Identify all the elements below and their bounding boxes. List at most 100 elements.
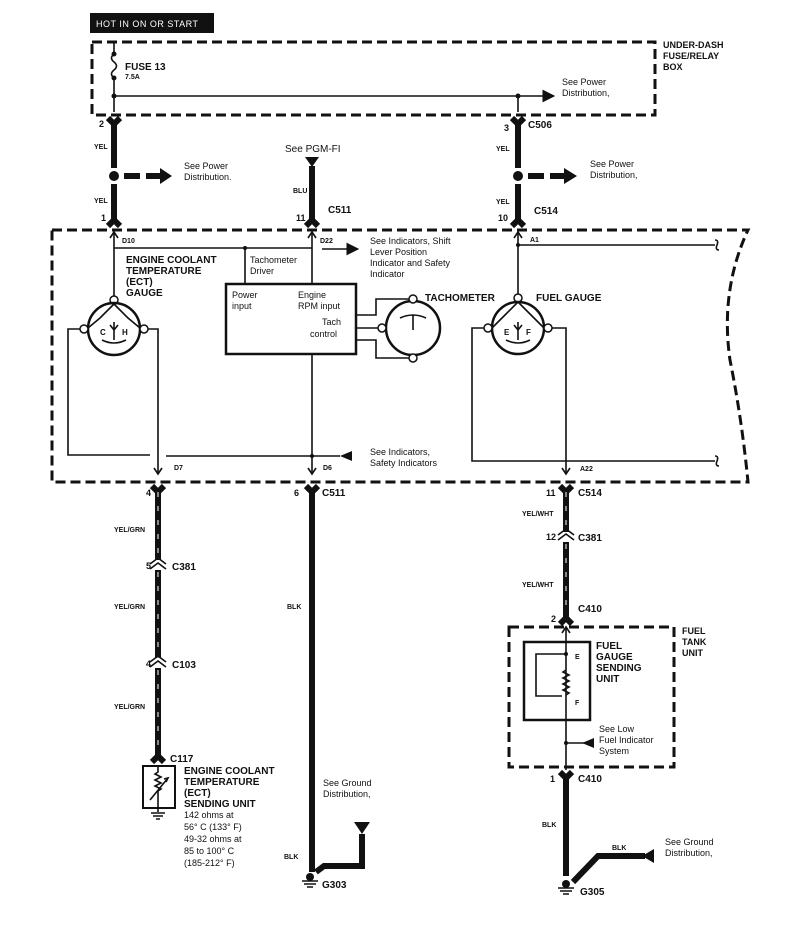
svg-text:Safety Indicators: Safety Indicators bbox=[370, 458, 438, 468]
svg-text:Distribution,: Distribution, bbox=[323, 789, 371, 799]
svg-text:2: 2 bbox=[551, 614, 556, 624]
svg-text:TEMPERATURE: TEMPERATURE bbox=[126, 266, 202, 277]
svg-text:D10: D10 bbox=[122, 238, 135, 245]
svg-text:C103: C103 bbox=[172, 660, 196, 671]
svg-text:C381: C381 bbox=[172, 562, 196, 573]
fuel-tank-unit: FUEL TANK UNIT bbox=[507, 625, 707, 770]
svg-text:A1: A1 bbox=[530, 237, 539, 244]
svg-text:ENGINE COOLANT: ENGINE COOLANT bbox=[126, 255, 217, 266]
svg-text:F: F bbox=[575, 700, 580, 707]
svg-text:YEL/GRN: YEL/GRN bbox=[114, 527, 145, 534]
svg-text:12: 12 bbox=[546, 532, 556, 542]
gauge-assembly-border bbox=[50, 228, 751, 484]
svg-text:FUEL: FUEL bbox=[596, 641, 622, 652]
under-dash-fuse-relay-box: UNDER-DASH FUSE/RELAY BOX bbox=[90, 40, 724, 117]
svg-text:Indicator: Indicator bbox=[370, 269, 405, 279]
svg-text:See PGM-FI: See PGM-FI bbox=[285, 144, 341, 155]
svg-text:E: E bbox=[504, 328, 510, 337]
svg-text:UNIT: UNIT bbox=[596, 674, 619, 685]
svg-text:See Power: See Power bbox=[590, 159, 634, 169]
svg-text:YEL/WHT: YEL/WHT bbox=[522, 582, 554, 589]
svg-text:Tachometer: Tachometer bbox=[250, 255, 297, 265]
svg-text:C514: C514 bbox=[534, 206, 558, 217]
svg-text:UNDER-DASH: UNDER-DASH bbox=[663, 40, 724, 50]
svg-text:11: 11 bbox=[296, 213, 306, 223]
svg-text:BOX: BOX bbox=[663, 62, 683, 72]
svg-text:BLK: BLK bbox=[612, 845, 626, 852]
ect-gauge: ENGINE COOLANT TEMPERATURE (ECT) GAUGE C… bbox=[67, 255, 217, 476]
svg-text:YEL/WHT: YEL/WHT bbox=[522, 511, 554, 518]
svg-text:Tach: Tach bbox=[322, 317, 341, 327]
svg-text:4: 4 bbox=[146, 659, 151, 669]
svg-text:(ECT): (ECT) bbox=[184, 788, 211, 799]
svg-text:C: C bbox=[100, 328, 106, 337]
svg-text:C381: C381 bbox=[578, 533, 602, 544]
svg-text:C514: C514 bbox=[578, 488, 602, 499]
fuel-sender-circuit: 11 C514 YEL/WHT 12 C381 YEL/WHT C410 2 bbox=[522, 483, 602, 627]
svg-text:56° C (133° F): 56° C (133° F) bbox=[184, 822, 242, 832]
svg-text:A22: A22 bbox=[580, 466, 593, 473]
right-yel-circuit: 3 C506 YEL See Power Distribution, YEL 1… bbox=[496, 115, 638, 229]
svg-text:142 ohms at: 142 ohms at bbox=[184, 810, 234, 820]
svg-text:C410: C410 bbox=[578, 774, 602, 785]
svg-text:C511: C511 bbox=[328, 205, 352, 216]
svg-text:BLK: BLK bbox=[542, 822, 556, 829]
svg-text:5: 5 bbox=[146, 561, 151, 571]
fuse-13: FUSE 13 7.5A bbox=[110, 42, 166, 112]
svg-text:YEL/GRN: YEL/GRN bbox=[114, 604, 145, 611]
svg-text:System: System bbox=[599, 746, 629, 756]
ect-sending-unit: ENGINE COOLANT TEMPERATURE (ECT) SENDING… bbox=[142, 765, 275, 868]
svg-text:G303: G303 bbox=[322, 880, 347, 891]
svg-text:See Ground: See Ground bbox=[323, 778, 372, 788]
svg-text:Distribution,: Distribution, bbox=[590, 170, 638, 180]
hot-in-on-or-start-label: HOT IN ON OR START bbox=[90, 13, 214, 33]
svg-text:E: E bbox=[575, 654, 580, 661]
svg-text:FUEL: FUEL bbox=[682, 626, 706, 636]
svg-text:See Low: See Low bbox=[599, 724, 635, 734]
svg-text:FUSE/RELAY: FUSE/RELAY bbox=[663, 51, 719, 61]
ground-g303-circuit: 6 C511 BLK BLK See Ground Distribution, … bbox=[284, 483, 372, 891]
svg-text:7.5A: 7.5A bbox=[125, 74, 140, 81]
svg-text:1: 1 bbox=[550, 774, 555, 784]
svg-text:Indicator and Safety: Indicator and Safety bbox=[370, 258, 451, 268]
svg-text:YEL/GRN: YEL/GRN bbox=[114, 704, 145, 711]
svg-text:11: 11 bbox=[546, 488, 556, 498]
top-bus: D10 D22 See Indicators, Shift Lever Posi… bbox=[109, 230, 720, 296]
svg-text:Lever Position: Lever Position bbox=[370, 247, 427, 257]
svg-text:Engine: Engine bbox=[298, 290, 326, 300]
svg-text:D7: D7 bbox=[174, 465, 183, 472]
svg-text:See Power: See Power bbox=[562, 77, 606, 87]
safety-indicators-ref: See Indicators, Safety Indicators bbox=[166, 447, 438, 468]
svg-text:YEL: YEL bbox=[94, 198, 108, 205]
svg-text:G305: G305 bbox=[580, 887, 605, 898]
svg-text:10: 10 bbox=[498, 213, 508, 223]
svg-text:GAUGE: GAUGE bbox=[596, 652, 633, 663]
svg-text:49-32 ohms at: 49-32 ohms at bbox=[184, 834, 242, 844]
fuel-gauge-sending-unit: E F FUEL GAUGE SENDING UNIT bbox=[522, 640, 642, 722]
svg-text:85 to 100° C: 85 to 100° C bbox=[184, 846, 235, 856]
low-fuel-indicator-ref: See Low Fuel Indicator System bbox=[564, 724, 654, 756]
svg-text:6: 6 bbox=[294, 488, 299, 498]
fuel-gauge: FUEL GAUGE E F A22 bbox=[471, 293, 720, 476]
svg-text:BLU: BLU bbox=[293, 188, 307, 195]
svg-text:SENDING: SENDING bbox=[596, 663, 642, 674]
svg-text:UNIT: UNIT bbox=[682, 648, 703, 658]
svg-text:4: 4 bbox=[146, 488, 151, 498]
svg-text:Distribution,: Distribution, bbox=[665, 848, 713, 858]
svg-text:input: input bbox=[232, 301, 252, 311]
svg-text:GAUGE: GAUGE bbox=[126, 288, 163, 299]
svg-text:C410: C410 bbox=[578, 604, 602, 615]
svg-text:C506: C506 bbox=[528, 120, 552, 131]
ect-sender-circuit: 4 YEL/GRN 5 C381 YEL/GRN 4 C103 YEL/GRN … bbox=[114, 483, 196, 765]
ground-g305-circuit: 1 C410 BLK BLK See Ground Distribution, … bbox=[542, 769, 714, 898]
pgm-fi-circuit: See PGM-FI BLU 11 C511 bbox=[285, 144, 352, 229]
svg-text:Distribution,: Distribution, bbox=[562, 88, 610, 98]
svg-text:YEL: YEL bbox=[496, 146, 510, 153]
left-yel-circuit: 2 YEL See Power Distribution. YEL 1 bbox=[94, 115, 232, 229]
svg-text:ENGINE COOLANT: ENGINE COOLANT bbox=[184, 766, 275, 777]
svg-text:YEL: YEL bbox=[94, 144, 108, 151]
svg-text:SENDING UNIT: SENDING UNIT bbox=[184, 799, 256, 810]
tachometer: TACHOMETER bbox=[356, 293, 496, 363]
svg-text:control: control bbox=[310, 329, 337, 339]
